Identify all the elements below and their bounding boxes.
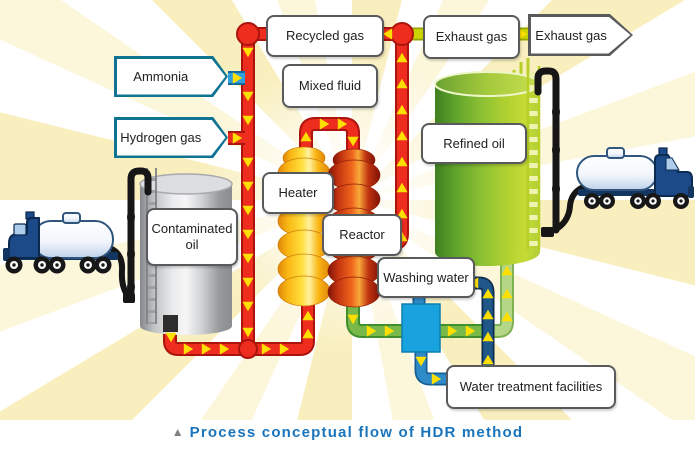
label-water-treatment: Water treatment facilities xyxy=(446,365,616,409)
callout-hydrogen-gas-text: Hydrogen gas xyxy=(120,130,202,145)
wheels xyxy=(584,193,689,209)
label-washing-water-text: Washing water xyxy=(383,269,469,285)
label-contaminated-oil-text: Contaminated oil xyxy=(151,221,233,252)
label-heater-text: Heater xyxy=(278,185,318,201)
label-recycled-gas-text: Recycled gas xyxy=(285,28,365,44)
cab-window xyxy=(13,223,27,236)
diagram-canvas xyxy=(0,0,695,420)
label-water-treatment-text: Water treatment facilities xyxy=(459,379,603,395)
wash-separator-box xyxy=(401,303,441,353)
tank-ladder-rails xyxy=(526,66,541,250)
caption-text: Process conceptual flow of HDR method xyxy=(189,424,524,441)
label-exhaust-gas: Exhaust gas xyxy=(423,15,520,59)
callout-ammonia: Ammonia xyxy=(114,56,228,97)
diagram-caption: ▲ Process conceptual flow of HDR method xyxy=(0,424,695,441)
callout-fill xyxy=(530,16,631,54)
wheels xyxy=(5,256,112,274)
truck-cab xyxy=(654,154,693,197)
cab-window xyxy=(665,157,680,171)
callout-ammonia-text: Ammonia xyxy=(133,69,189,84)
tank-outlet xyxy=(163,315,178,332)
caption-triangle-icon: ▲ xyxy=(171,425,184,439)
loading-pipe-right xyxy=(534,67,586,237)
tank-manhole xyxy=(62,212,81,224)
label-mixed-fluid-text: Mixed fluid xyxy=(298,78,362,94)
label-washing-water: Washing water xyxy=(377,257,475,298)
bumper xyxy=(688,186,694,198)
callout-exhaust-gas-out: Exhaust gas xyxy=(528,14,633,56)
callout-exhaust-gas-out-text: Exhaust gas xyxy=(535,27,607,43)
tank-manhole xyxy=(606,147,625,159)
tanker-truck-left xyxy=(3,211,118,274)
label-reactor: Reactor xyxy=(322,214,402,256)
label-contaminated-oil: Contaminated oil xyxy=(146,208,238,266)
refined-oil-tank xyxy=(434,58,541,266)
label-refined-oil-text: Refined oil xyxy=(443,135,505,151)
callout-fill xyxy=(116,119,226,156)
bumper xyxy=(3,248,10,261)
callout-hydrogen-gas: Hydrogen gas xyxy=(114,117,228,158)
label-mixed-fluid: Mixed fluid xyxy=(282,64,378,108)
label-exhaust-gas-text: Exhaust gas xyxy=(435,29,508,45)
label-refined-oil: Refined oil xyxy=(421,123,527,164)
label-heater: Heater xyxy=(262,172,334,214)
pipe-junctions xyxy=(236,22,414,359)
label-recycled-gas: Recycled gas xyxy=(266,15,384,57)
truck-cab xyxy=(8,217,40,259)
callout-fill xyxy=(116,58,226,95)
label-reactor-text: Reactor xyxy=(339,227,385,243)
tanker-truck-right xyxy=(576,147,694,209)
